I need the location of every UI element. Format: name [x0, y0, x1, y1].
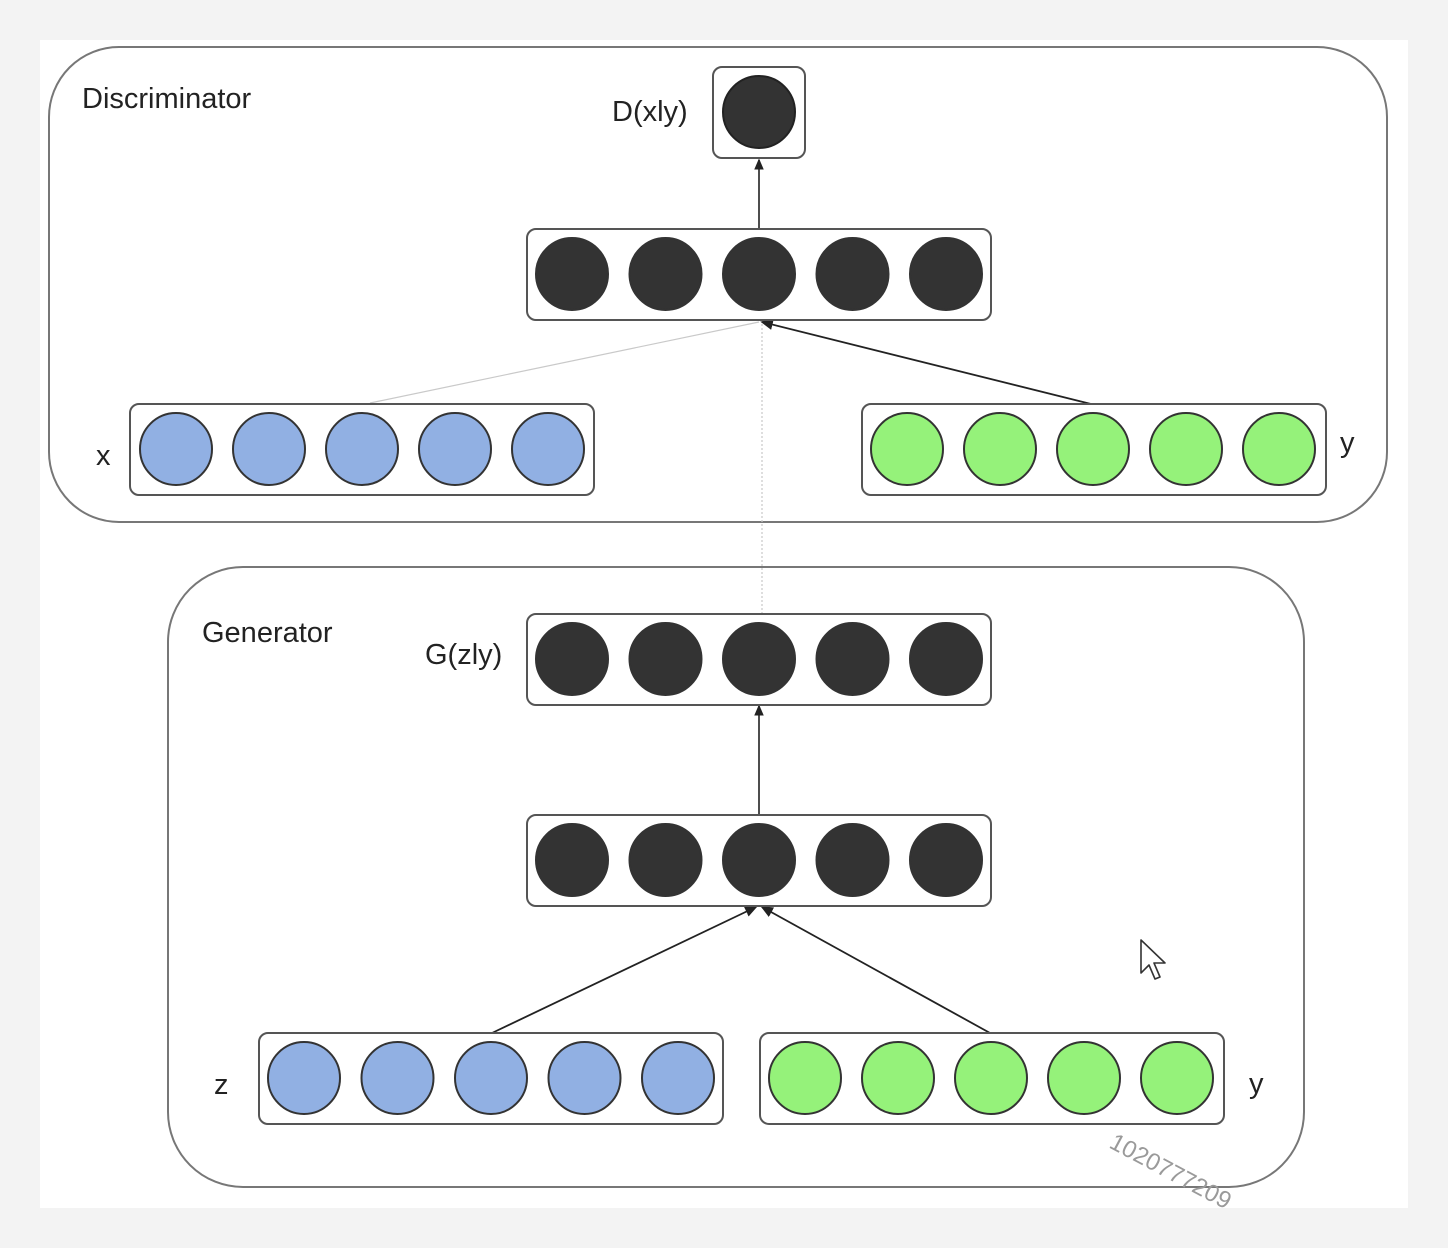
neuron-node	[535, 823, 609, 897]
neuron-node	[815, 622, 890, 696]
neuron-node	[628, 622, 703, 696]
neuron-node	[815, 237, 890, 311]
neuron-node	[909, 823, 983, 897]
d-output-label: D(xly)	[612, 96, 688, 128]
neuron-node	[909, 237, 983, 311]
neuron-node	[454, 1041, 528, 1115]
d-y-input-label: y	[1340, 427, 1355, 459]
connections	[369, 158, 1096, 1034]
discriminator-panel	[48, 46, 1388, 523]
g-hidden-layer	[526, 814, 992, 907]
neuron-node	[963, 412, 1037, 486]
neuron-node	[722, 622, 796, 696]
z-input-label: z	[214, 1069, 229, 1101]
neuron-node	[325, 412, 399, 486]
g-output-label: G(zly)	[425, 639, 502, 671]
neuron-node	[870, 412, 944, 486]
neuron-node	[547, 1041, 622, 1115]
neuron-node	[815, 823, 890, 897]
neuron-node	[641, 1041, 715, 1115]
neuron-node	[1149, 412, 1223, 486]
g-y-input-label: y	[1249, 1068, 1264, 1100]
g-output-layer	[526, 613, 992, 706]
edge-y-to-g-hidden	[760, 906, 991, 1034]
mouse-cursor-icon	[1140, 939, 1166, 980]
watermark-text: 1020777209	[1105, 1128, 1236, 1215]
neuron-node	[628, 823, 703, 897]
layers	[129, 228, 1327, 1125]
neuron-node	[418, 412, 492, 486]
generator-title: Generator	[202, 617, 333, 649]
neuron-node	[535, 622, 609, 696]
g-y-input-layer	[759, 1032, 1225, 1125]
d-y-input-layer	[861, 403, 1327, 496]
discriminator-title: Discriminator	[82, 83, 252, 115]
neuron-node	[909, 622, 983, 696]
neuron-node	[1056, 412, 1130, 486]
neuron-node	[267, 1041, 341, 1115]
d-hidden-layer	[526, 228, 992, 321]
neuron-node	[1242, 412, 1316, 486]
neuron-node	[139, 412, 213, 486]
neuron-node	[861, 1041, 935, 1115]
x-input-label: x	[96, 440, 111, 472]
neuron-node	[511, 412, 585, 486]
neuron-node	[360, 1041, 435, 1115]
neuron-node	[628, 237, 703, 311]
edge-x-to-d-hidden	[369, 321, 760, 404]
neuron-node	[232, 412, 306, 486]
x-input-layer	[129, 403, 595, 496]
output-node	[722, 75, 796, 149]
edge-y-to-d-hidden	[760, 319, 1096, 406]
d-output-layer: D(xly)	[612, 66, 806, 159]
generator-panel	[167, 566, 1305, 1188]
neuron-node	[1047, 1041, 1121, 1115]
neuron-node	[768, 1041, 842, 1115]
neuron-node	[535, 237, 609, 311]
edge-z-to-g-hidden	[491, 906, 758, 1034]
z-input-layer	[258, 1032, 724, 1125]
neuron-node	[1140, 1041, 1214, 1115]
neuron-node	[722, 823, 796, 897]
neuron-node	[722, 237, 796, 311]
neuron-node	[954, 1041, 1028, 1115]
